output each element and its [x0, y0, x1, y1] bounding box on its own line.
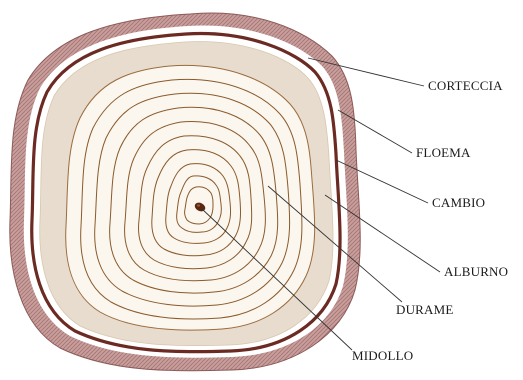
label-phloem: FLOEMA	[416, 145, 471, 160]
heartwood-region	[66, 65, 315, 330]
label-sapwood: ALBURNO	[444, 264, 508, 279]
label-pith: MIDOLLO	[352, 348, 413, 363]
label-bark: CORTECCIA	[428, 78, 503, 93]
pith-highlight	[197, 204, 200, 206]
label-heartwood: DURAME	[396, 302, 454, 317]
label-cambium: CAMBIO	[432, 195, 485, 210]
